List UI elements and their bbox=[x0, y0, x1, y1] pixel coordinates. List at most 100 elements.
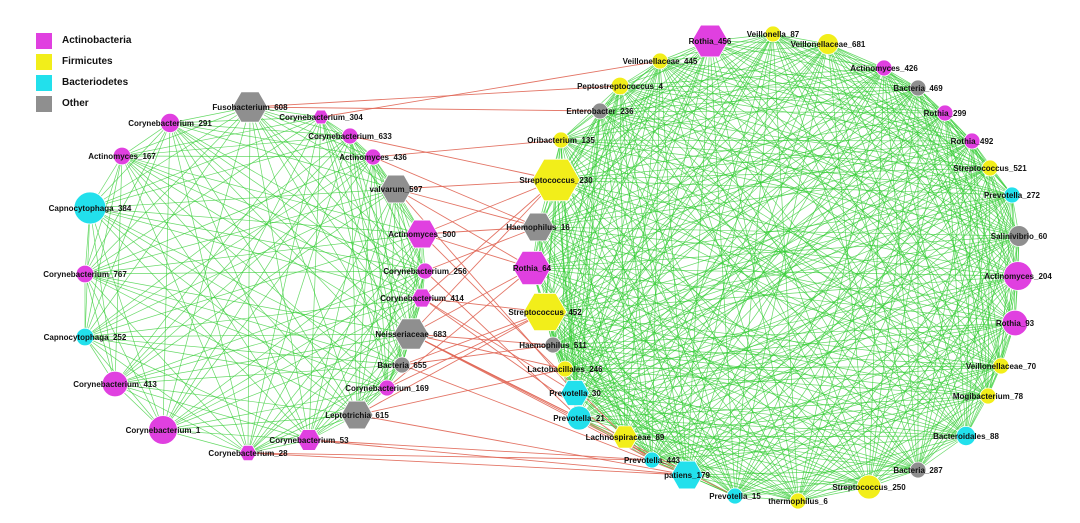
within-edge bbox=[552, 85, 621, 346]
within-edge bbox=[555, 179, 576, 394]
node-rothia-456: Rothia_456 bbox=[689, 24, 732, 58]
within-edge bbox=[356, 188, 397, 416]
within-edge bbox=[89, 207, 310, 441]
between-edge bbox=[356, 368, 566, 416]
within-edge bbox=[619, 85, 1019, 277]
within-edge bbox=[555, 67, 885, 181]
node-circle bbox=[566, 405, 592, 431]
between-edge bbox=[395, 188, 533, 269]
within-edge bbox=[971, 140, 1019, 277]
within-edge bbox=[599, 110, 1013, 196]
node-label: Streptococcus_452 bbox=[508, 308, 582, 317]
node-capnocytophaga-384: Capnocytophaga_384 bbox=[49, 191, 132, 225]
node-streptococcus-521: Streptococcus_521 bbox=[953, 159, 1027, 177]
within-edge bbox=[84, 156, 374, 338]
within-edge bbox=[89, 207, 388, 389]
within-edge bbox=[560, 139, 870, 488]
node-circle bbox=[963, 132, 981, 150]
node-label: Corynebacterium_169 bbox=[345, 384, 429, 393]
within-edge bbox=[578, 60, 661, 419]
node-circle bbox=[378, 379, 396, 397]
within-edge bbox=[599, 87, 919, 112]
node-actinomyces-500: Actinomyces_500 bbox=[388, 219, 456, 249]
between-edge bbox=[386, 311, 546, 389]
within-edge bbox=[169, 122, 351, 137]
within-edge bbox=[686, 322, 1016, 476]
between-edge bbox=[410, 333, 580, 419]
node-label: Capnocytophaga_252 bbox=[44, 333, 127, 342]
within-edge bbox=[84, 273, 249, 454]
node-hexagon bbox=[512, 250, 552, 286]
within-edge bbox=[544, 311, 1002, 367]
within-edge bbox=[114, 135, 351, 385]
within-edge bbox=[599, 110, 946, 114]
node-hexagon bbox=[312, 109, 330, 125]
node-actinomyces-204: Actinomyces_204 bbox=[984, 261, 1052, 291]
node-circle bbox=[159, 113, 180, 134]
within-edge bbox=[531, 87, 919, 269]
node-circle bbox=[909, 461, 927, 479]
within-edge bbox=[552, 322, 1016, 346]
within-edge bbox=[121, 155, 358, 416]
node-corynebacterium-28: Corynebacterium_28 bbox=[208, 444, 288, 462]
node-oribacterium-135: Oribacterium_135 bbox=[527, 131, 595, 149]
between-edge bbox=[410, 179, 557, 335]
within-edge bbox=[531, 235, 1020, 269]
within-edge bbox=[772, 33, 1002, 367]
within-edge bbox=[247, 387, 388, 454]
within-edge bbox=[578, 235, 1020, 419]
within-edge bbox=[624, 435, 967, 438]
node-actinomyces-167: Actinomyces_167 bbox=[88, 146, 156, 166]
node-label: Streptococcus_250 bbox=[832, 483, 906, 492]
node-bacteria-655: Bacteria_655 bbox=[377, 356, 427, 374]
node-circle bbox=[393, 356, 411, 374]
within-edge bbox=[552, 87, 919, 346]
within-edge bbox=[578, 110, 601, 419]
within-edge bbox=[560, 139, 736, 497]
between-edge bbox=[395, 188, 539, 228]
node-circle bbox=[73, 191, 107, 225]
node-label: thermophilus_6 bbox=[768, 497, 828, 506]
within-edge bbox=[84, 188, 397, 275]
between-edge bbox=[320, 60, 661, 118]
within-edge bbox=[552, 344, 1002, 367]
legend-swatch bbox=[36, 53, 52, 70]
within-edge bbox=[537, 226, 626, 438]
node-rothia-299: Rothia_299 bbox=[924, 104, 967, 122]
within-edge bbox=[651, 365, 1002, 461]
node-haemophilus-511: Haemophilus_511 bbox=[519, 336, 587, 354]
within-edge bbox=[686, 140, 973, 476]
legend: Actinobacteria Firmicutes Bacteriodetes … bbox=[36, 30, 131, 114]
within-edge bbox=[686, 112, 946, 476]
legend-label: Actinobacteria bbox=[62, 35, 132, 46]
within-edge bbox=[544, 60, 661, 313]
within-edge bbox=[560, 85, 621, 141]
node-circle bbox=[1008, 225, 1030, 247]
within-edge bbox=[659, 60, 919, 89]
within-edge bbox=[619, 85, 919, 89]
within-edge bbox=[599, 110, 688, 476]
within-edge bbox=[659, 60, 1002, 367]
within-edge bbox=[651, 60, 661, 461]
within-edge bbox=[659, 60, 967, 437]
within-edge bbox=[624, 60, 661, 438]
between-edge bbox=[410, 333, 554, 346]
within-edge bbox=[564, 368, 799, 502]
within-edge bbox=[552, 344, 799, 502]
between-edge bbox=[372, 156, 539, 228]
node-circle bbox=[992, 357, 1010, 375]
within-edge bbox=[544, 311, 989, 397]
between-edge bbox=[247, 452, 653, 461]
node-circle bbox=[1003, 186, 1021, 204]
node-hexagon bbox=[531, 158, 581, 202]
node-label: Bacteria_287 bbox=[893, 466, 943, 475]
within-edge bbox=[84, 122, 171, 338]
within-edge bbox=[537, 140, 973, 228]
between-edge bbox=[308, 439, 653, 461]
node-prevotella-15: Prevotella_15 bbox=[709, 487, 761, 505]
node-label: Fusobacterium_608 bbox=[212, 103, 288, 112]
node-lactobacillales-246: Lactobacillales_246 bbox=[527, 360, 603, 378]
node-peptostreptococcus-4: Peptostreptococcus_4 bbox=[577, 76, 663, 96]
within-edge bbox=[84, 273, 403, 366]
within-edge bbox=[89, 207, 423, 299]
